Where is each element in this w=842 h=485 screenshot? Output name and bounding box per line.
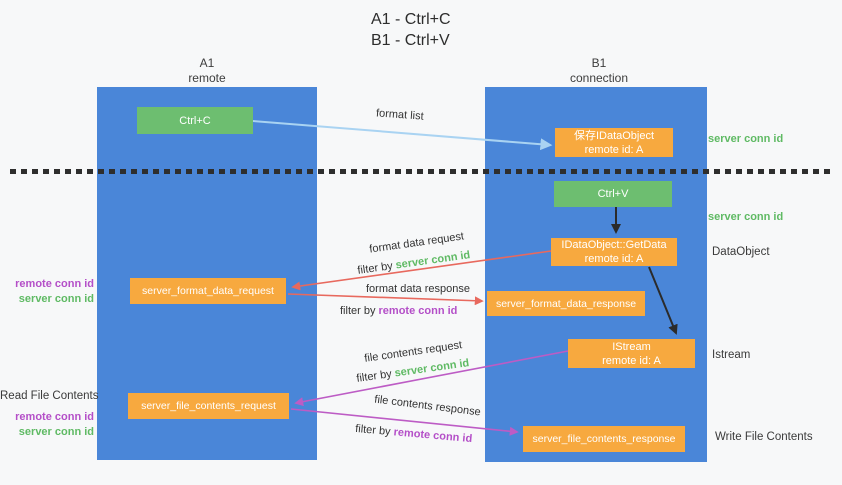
remote-conn-id-key: remote conn id <box>393 426 473 446</box>
file-contents-response-label: file contents response <box>373 393 482 419</box>
right-column-name: B1 <box>591 56 607 70</box>
idataobject-getdata-line2: remote id: A <box>584 253 644 265</box>
left-conn-id-annotation-1: remote conn id server conn id <box>0 277 94 307</box>
remote-conn-id-label: remote conn id <box>15 278 94 290</box>
save-dataobject-line1: 保存IDataObject <box>573 129 655 142</box>
server-format-data-response-box: server_format_data_response <box>487 291 645 316</box>
server-conn-id-annotation-mid: server conn id <box>708 211 784 223</box>
remote-conn-id-key: remote conn id <box>378 305 458 317</box>
dataobject-annotation: DataObject <box>712 246 770 258</box>
file-contents-response-filter-label: filter by remote conn id <box>355 423 473 445</box>
server-file-contents-request-box: server_file_contents_request <box>128 393 289 419</box>
left-conn-id-annotation-2: remote conn id server conn id <box>0 410 94 440</box>
istream-box: IStream remote id: A <box>568 339 695 368</box>
ctrl-c-label: Ctrl+C <box>179 114 211 127</box>
server-format-data-request-box: server_format_data_request <box>130 278 286 304</box>
format-data-response-arrow <box>287 293 484 306</box>
server-file-contents-response-box: server_file_contents_response <box>523 426 685 452</box>
left-column-subtitle: remote <box>188 71 226 85</box>
format-data-response-label: format data response <box>366 283 470 295</box>
right-column-header: B1 connection <box>539 56 659 86</box>
filter-by-text: filter by <box>340 305 376 317</box>
title-line-2: B1 - Ctrl+V <box>371 32 450 49</box>
diagram-title: A1 - Ctrl+C B1 - Ctrl+V <box>371 9 451 51</box>
server-file-contents-request-label: server_file_contents_request <box>141 400 276 412</box>
server-conn-id-key: server conn id <box>393 357 471 380</box>
istream-line1: IStream <box>612 340 651 353</box>
ctrl-c-box: Ctrl+C <box>137 107 253 134</box>
format-data-response-filter-label: filter by remote conn id <box>340 305 457 317</box>
server-conn-id-annotation-top: server conn id <box>708 133 784 145</box>
write-file-contents-label: Write File Contents <box>715 431 813 443</box>
filter-by-text: filter by <box>356 260 394 277</box>
server-format-data-response-label: server_format_data_response <box>495 297 637 310</box>
title-line-1: A1 - Ctrl+C <box>371 11 451 28</box>
ctrl-v-label: Ctrl+V <box>597 188 629 200</box>
right-column-subtitle: connection <box>569 71 629 85</box>
server-conn-id-label: server conn id <box>18 293 94 305</box>
read-file-contents-label: Read File Contents <box>0 390 99 402</box>
idataobject-getdata-box: IDataObject::GetData remote id: A <box>551 238 677 266</box>
idataobject-getdata-line1: IDataObject::GetData <box>561 239 667 251</box>
filter-by-text: filter by <box>354 422 392 438</box>
istream-annotation: Istream <box>712 349 751 361</box>
filter-by-text: filter by <box>355 368 393 385</box>
copy-paste-separator-line <box>10 169 832 174</box>
server-format-data-request-label: server_format_data_request <box>142 285 274 297</box>
istream-line2: remote id: A <box>602 354 661 367</box>
ctrl-v-box: Ctrl+V <box>554 181 672 207</box>
server-file-contents-response-label: server_file_contents_response <box>532 433 676 445</box>
left-column-name: A1 <box>199 56 215 70</box>
format-list-label: format list <box>375 107 425 123</box>
left-column-header: A1 remote <box>147 56 267 86</box>
server-conn-id-label: server conn id <box>18 426 94 438</box>
save-dataobject-box: 保存IDataObject remote id: A <box>555 128 673 157</box>
remote-conn-id-label: remote conn id <box>15 411 94 423</box>
save-dataobject-line2: remote id: A <box>584 143 644 156</box>
server-conn-id-key: server conn id <box>394 249 472 272</box>
